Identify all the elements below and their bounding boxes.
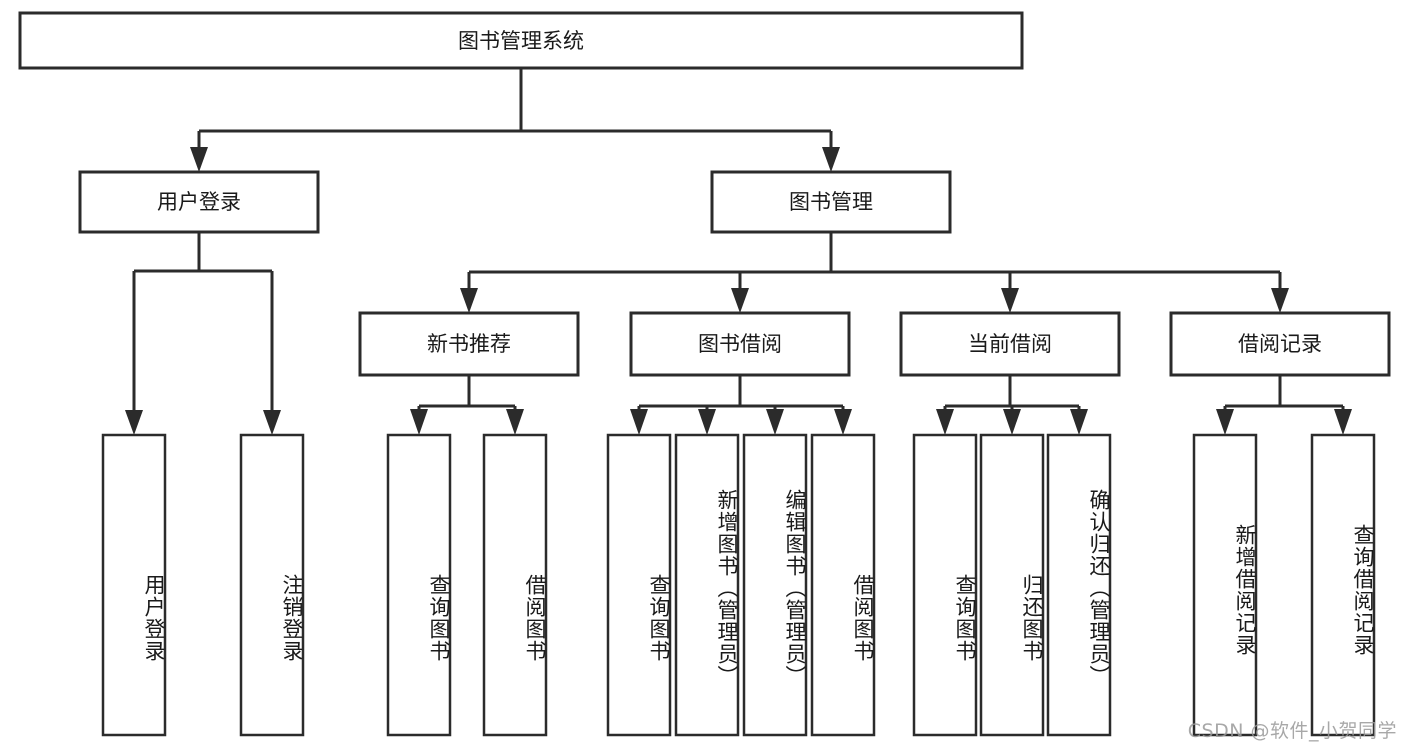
arrow-head-leaf-borrow-book-2 [834, 409, 852, 435]
node-layer: 图书管理系统 用户登录 图书管理 新书推荐 图书借阅 当前借阅 借阅记录 [18, 11, 1391, 737]
node-book-borrow[interactable] [629, 311, 851, 377]
node-root-label: 图书管理系统 [458, 29, 584, 53]
arrow-head-leaf-confirm-return [1070, 409, 1088, 435]
arrow-head-leaf-return-book [1003, 409, 1021, 435]
node-leaf-borrow-book-1[interactable] [482, 433, 548, 737]
node-book-borrow-label: 图书借阅 [698, 332, 782, 356]
node-leaf-return-book[interactable] [979, 433, 1045, 737]
node-borrow-record[interactable] [1169, 311, 1391, 377]
arrow-head-borrow-record [1271, 288, 1289, 313]
node-leaf-logout[interactable] [239, 433, 305, 737]
node-leaf-query-book-2[interactable] [606, 433, 672, 737]
arrow-head-leaf-user-login [125, 410, 143, 435]
node-leaf-borrow-book-2[interactable] [810, 433, 876, 737]
node-leaf-query-book-1[interactable] [386, 433, 452, 737]
arrow-head-book-borrow [731, 288, 749, 313]
arrow-head-new-book-recommend [460, 288, 478, 313]
node-new-book-recommend-label: 新书推荐 [427, 332, 511, 356]
node-leaf-add-record[interactable] [1192, 433, 1258, 737]
node-leaf-user-login[interactable] [101, 433, 167, 737]
connector-layer [125, 68, 1352, 435]
node-borrow-record-label: 借阅记录 [1238, 332, 1322, 356]
arrow-head-book-manage [822, 147, 840, 172]
arrow-head-leaf-add-record [1216, 409, 1234, 435]
node-leaf-query-book-3[interactable] [912, 433, 978, 737]
arrow-head-leaf-add-book [698, 409, 716, 435]
node-current-borrow[interactable] [899, 311, 1121, 377]
node-user-login-label: 用户登录 [157, 190, 241, 214]
node-leaf-query-record[interactable] [1310, 433, 1376, 737]
arrow-head-leaf-borrow-book-1 [506, 409, 524, 435]
node-book-manage[interactable] [710, 170, 952, 234]
arrow-head-user-login [190, 147, 208, 172]
node-leaf-add-book[interactable] [674, 433, 740, 737]
node-leaf-confirm-return[interactable] [1046, 433, 1112, 737]
node-user-login[interactable] [78, 170, 320, 234]
arrow-head-leaf-logout [263, 410, 281, 435]
arrow-head-leaf-query-record [1334, 409, 1352, 435]
arrow-head-current-borrow [1001, 288, 1019, 313]
arrow-head-leaf-query-book-3 [936, 409, 954, 435]
arrow-head-leaf-edit-book [766, 409, 784, 435]
node-book-manage-label: 图书管理 [789, 190, 873, 214]
arrow-head-leaf-query-book-1 [410, 409, 428, 435]
csdn-watermark: CSDN @软件_小贺同学 [1187, 720, 1397, 742]
node-root[interactable] [18, 11, 1024, 70]
node-new-book-recommend[interactable] [358, 311, 580, 377]
node-current-borrow-label: 当前借阅 [968, 332, 1052, 356]
node-leaf-edit-book[interactable] [742, 433, 808, 737]
arrow-head-leaf-query-book-2 [630, 409, 648, 435]
